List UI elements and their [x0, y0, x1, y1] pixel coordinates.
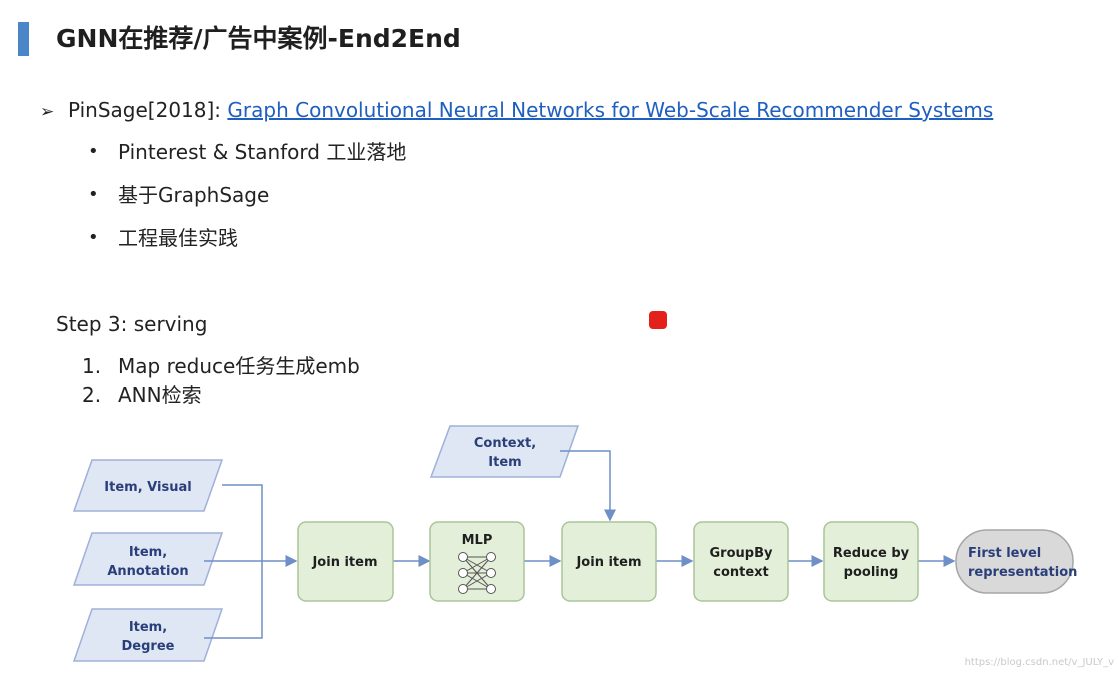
input-item-degree: Item, Degree: [72, 608, 224, 662]
svg-text:Context,: Context,: [474, 436, 536, 451]
paper-bullet: ➢ PinSage[2018]: Graph Convolutional Neur…: [40, 96, 993, 126]
title-accent-bar: [18, 22, 29, 56]
bullet-dot-icon: •: [88, 141, 99, 162]
watermark-text: https://blog.csdn.net/v_JULY_v: [964, 657, 1114, 668]
join-item-node-2: Join item: [561, 521, 657, 602]
first-level-representation-node: First level representation: [955, 529, 1077, 594]
svg-text:MLP: MLP: [462, 533, 493, 548]
svg-text:First level: First level: [968, 546, 1041, 561]
list-item: •工程最佳实践: [88, 226, 238, 250]
paper-prefix: PinSage[2018]:: [68, 98, 228, 122]
input-item-annotation: Item, Annotation: [72, 532, 224, 586]
svg-text:Annotation: Annotation: [107, 564, 188, 579]
step-heading: Step 3: serving: [56, 312, 208, 336]
bullet-dot-icon: •: [88, 184, 99, 205]
svg-text:Item,: Item,: [129, 620, 167, 635]
input-item-visual: Item, Visual: [72, 459, 224, 512]
reduce-pooling-node: Reduce by pooling: [823, 521, 919, 602]
step-list: 1.Map reduce任务生成emb 2.ANN检索: [82, 352, 360, 410]
list-item: •Pinterest & Stanford 工业落地: [88, 140, 407, 164]
svg-text:Item, Visual: Item, Visual: [104, 480, 191, 495]
mlp-node: MLP: [429, 521, 525, 602]
svg-text:pooling: pooling: [844, 565, 899, 580]
paper-link[interactable]: Graph Convolutional Neural Networks for …: [227, 98, 994, 122]
list-item: •基于GraphSage: [88, 183, 270, 207]
neural-network-icon: [458, 552, 496, 594]
feature-list: •Pinterest & Stanford 工业落地 •基于GraphSage …: [88, 138, 406, 267]
svg-text:Join item: Join item: [575, 555, 641, 570]
arrow-bullet-icon: ➢: [40, 102, 55, 122]
svg-text:Join item: Join item: [311, 555, 377, 570]
input-context-item: Context, Item: [429, 425, 580, 478]
serving-pipeline-diagram: Item, Visual Item, Annotation Item, Degr…: [72, 425, 1077, 662]
svg-text:representation: representation: [968, 565, 1077, 580]
svg-text:Reduce by: Reduce by: [833, 546, 910, 561]
groupby-context-node: GroupBy context: [693, 521, 789, 602]
svg-text:Item: Item: [488, 455, 521, 470]
input-connectors: [204, 450, 956, 639]
step-item: 1.Map reduce任务生成emb: [82, 354, 360, 378]
bullet-dot-icon: •: [88, 227, 99, 248]
step-item: 2.ANN检索: [82, 383, 202, 407]
slide-title: GNN在推荐/广告中案例-End2End: [56, 24, 461, 53]
laser-pointer-icon: [649, 311, 667, 329]
svg-text:GroupBy: GroupBy: [710, 546, 773, 561]
svg-text:Degree: Degree: [122, 639, 175, 654]
svg-text:Item,: Item,: [129, 545, 167, 560]
join-item-node-1: Join item: [297, 521, 394, 602]
svg-text:context: context: [713, 565, 769, 580]
